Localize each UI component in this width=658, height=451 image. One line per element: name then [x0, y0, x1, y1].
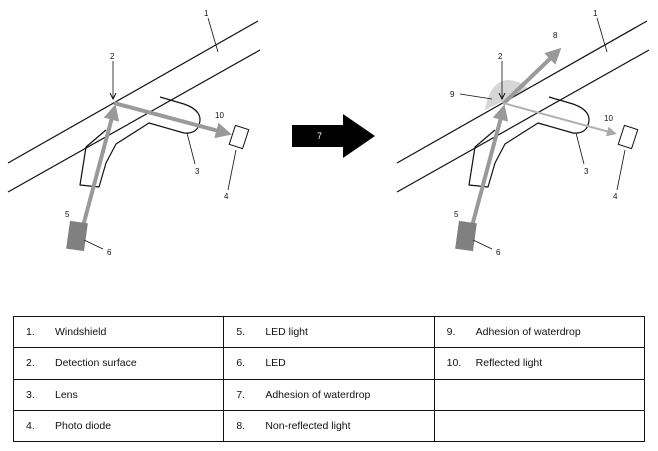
legend-cell: 10. Reflected light [433, 347, 646, 380]
label-photodiode: 4 [613, 192, 618, 201]
legend-number: 6. [236, 357, 246, 370]
legend-text: LED light [265, 326, 308, 339]
photo-diode [617, 124, 639, 150]
legend-text: LED [265, 357, 286, 370]
legend-cell: 8. Non-reflected light [223, 409, 435, 443]
legend-text: Reflected light [475, 357, 543, 370]
leader-lens [186, 132, 196, 165]
leader-photodiode [616, 149, 626, 191]
legend-number: 2. [26, 357, 35, 370]
rain-sensor-diagram: 1 2 10 3 4 5 6 7 1 2 8 9 10 3 4 5 6 [7, 9, 650, 257]
legend-row: 3. Lens 7. Adhesion of waterdrop [12, 378, 646, 411]
leader-led [472, 239, 493, 250]
label-windshield: 1 [204, 9, 209, 18]
reflected-light-beam [113, 101, 232, 139]
label-led-light: 5 [65, 210, 70, 219]
waterdrop-shape [485, 80, 528, 110]
legend-text: Non-reflected light [265, 419, 351, 432]
legend-cell: 2. Detection surface [12, 347, 225, 380]
legend-cell: 4. Photo diode [12, 409, 225, 443]
label-nonreflected: 8 [553, 31, 558, 40]
label-waterdrop: 9 [450, 90, 455, 99]
label-lens: 3 [195, 167, 200, 176]
nonreflected-light-beam [501, 47, 562, 106]
led-block [66, 220, 88, 252]
leader-windshield [207, 17, 219, 53]
legend-cell [433, 378, 646, 411]
label-led: 6 [496, 248, 501, 257]
legend-number: 8. [236, 419, 246, 432]
legend-table: 1. Windshield 5. LED light 9. Adhesion of w… [12, 315, 646, 443]
leader-led [83, 239, 104, 250]
legend-row: 1. Windshield 5. LED light 9. Adhesion of w… [12, 315, 646, 349]
legend-cell: 5. LED light [223, 315, 435, 349]
legend-text: Windshield [55, 326, 107, 339]
legend-cell: 1. Windshield [12, 315, 225, 349]
legend-number: 1. [26, 326, 35, 339]
windshield-inner-line [7, 49, 261, 193]
legend-text: Adhesion of waterdrop [265, 388, 371, 401]
label-photodiode: 4 [224, 192, 229, 201]
label-windshield: 1 [593, 9, 598, 18]
label-reflected: 10 [215, 111, 224, 120]
leader-lens [575, 132, 585, 165]
led-light-beam [469, 104, 509, 231]
leader-waterdrop [459, 93, 493, 100]
label-led-light: 5 [454, 210, 459, 219]
legend-row: 2. Detection surface 6. LED 10. Reflected l… [12, 347, 646, 380]
transition-arrow: 7 [292, 114, 375, 158]
legend-number: 5. [236, 326, 246, 339]
windshield-outer-line [7, 20, 259, 164]
lens-outline [468, 96, 590, 188]
label-lens: 3 [584, 167, 589, 176]
legend-number: 7. [236, 388, 246, 401]
label-detection: 2 [498, 52, 503, 61]
photo-diode [228, 124, 250, 150]
lens-outline [79, 96, 201, 188]
black-arrow-icon [292, 114, 375, 158]
legend-text: Detection surface [55, 357, 137, 370]
legend-cell: 7. Adhesion of waterdrop [223, 378, 435, 411]
left-panel: 1 2 10 3 4 5 6 [7, 9, 261, 257]
label-arrow: 7 [317, 131, 322, 141]
right-panel: 1 2 8 9 10 3 4 5 6 [396, 9, 650, 257]
legend-text: Lens [55, 388, 78, 401]
legend-row: 4. Photo diode 8. Non-reflected light [12, 409, 646, 443]
label-led: 6 [107, 248, 112, 257]
legend-cell: 6. LED [223, 347, 435, 380]
leader-photodiode [227, 149, 237, 191]
legend-number: 4. [26, 419, 35, 432]
legend-number: 10. [446, 357, 462, 370]
label-detection: 2 [110, 52, 115, 61]
leader-windshield [596, 17, 608, 53]
legend-cell: 9. Adhesion of waterdrop [433, 315, 646, 349]
legend-number: 3. [26, 388, 35, 401]
legend-text: Adhesion of waterdrop [475, 326, 581, 339]
legend-number: 9. [446, 326, 456, 339]
windshield-inner-line [396, 49, 650, 193]
legend-cell: 3. Lens [12, 378, 225, 411]
legend-text: Photo diode [55, 419, 112, 432]
reflected-light-beam [502, 102, 617, 137]
led-light-beam [80, 104, 120, 231]
windshield-outer-line [396, 20, 648, 164]
label-reflected: 10 [604, 114, 613, 123]
led-block [455, 220, 477, 252]
legend-cell [433, 409, 646, 443]
